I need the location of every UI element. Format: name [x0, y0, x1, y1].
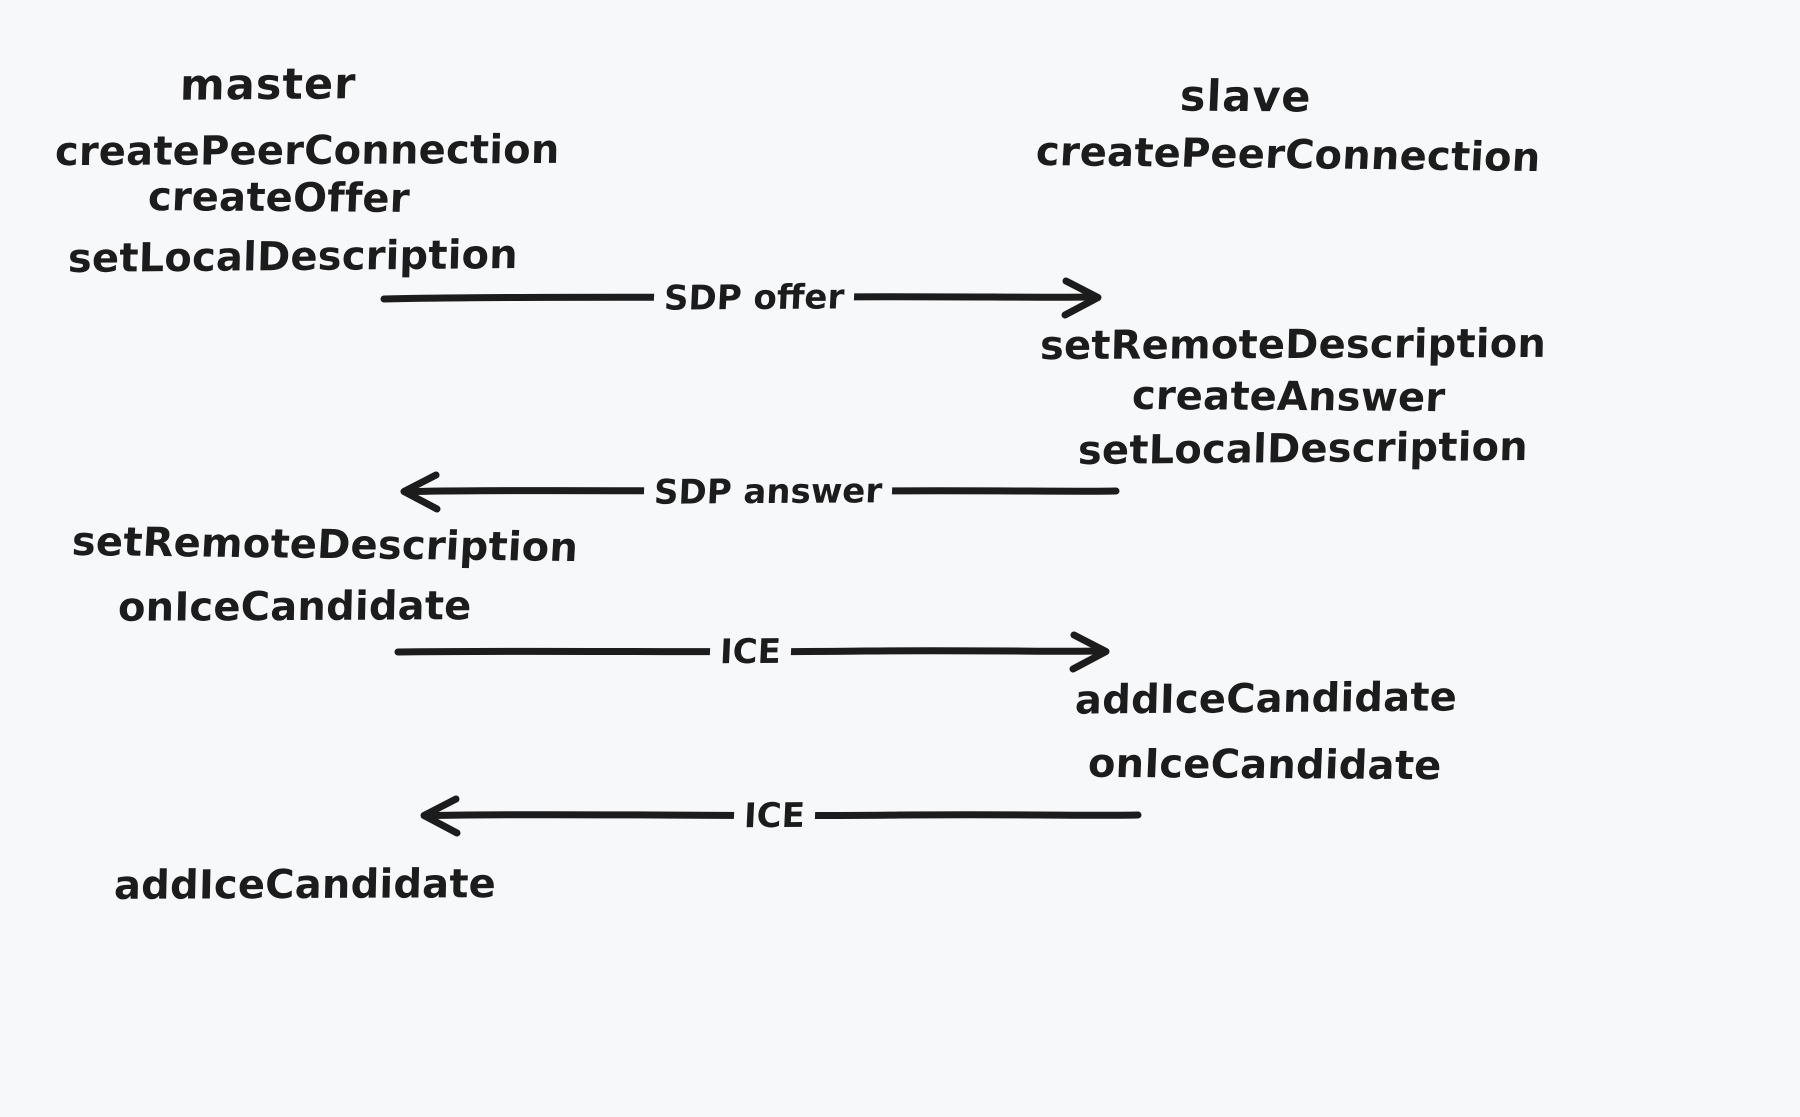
- message-label-ice-2: ICE: [733, 795, 816, 837]
- slave-action-set-remote-description: setRemoteDescription: [1039, 320, 1547, 370]
- master-action-create-offer: createOffer: [147, 174, 411, 222]
- master-action-create-peer-connection: createPeerConnection: [54, 126, 561, 176]
- message-ice-slave-to-master: ICE: [420, 786, 1142, 846]
- message-sdp-answer: SDP answer: [400, 462, 1120, 522]
- message-label-sdp-offer: SDP offer: [653, 277, 856, 319]
- participant-label-master: master: [179, 59, 357, 111]
- slave-action-on-ice-candidate: onIceCandidate: [1087, 740, 1443, 790]
- participant-label-slave: slave: [1178, 71, 1313, 123]
- master-action-add-ice-candidate: addIceCandidate: [113, 861, 497, 909]
- master-action-set-remote-description: setRemoteDescription: [70, 518, 580, 572]
- message-ice-master-to-slave: ICE: [394, 622, 1118, 682]
- message-label-sdp-answer: SDP answer: [643, 471, 894, 513]
- slave-action-create-peer-connection: createPeerConnection: [1034, 128, 1542, 182]
- slave-action-set-local-description: setLocalDescription: [1077, 424, 1529, 474]
- message-sdp-offer: SDP offer: [380, 268, 1112, 328]
- slave-action-create-answer: createAnswer: [1131, 372, 1447, 422]
- slave-action-add-ice-candidate: addIceCandidate: [1074, 674, 1458, 724]
- message-label-ice-1: ICE: [709, 631, 792, 673]
